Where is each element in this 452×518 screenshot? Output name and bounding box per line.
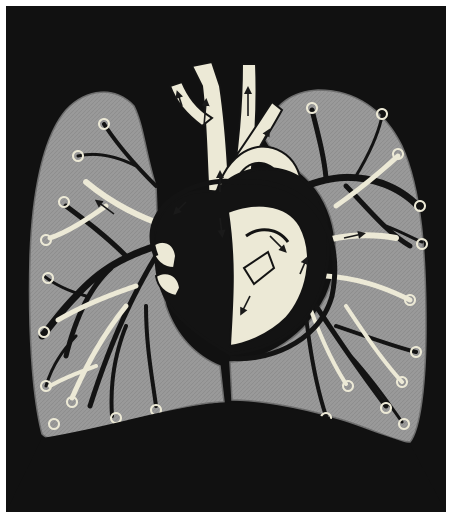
engraving-plate [6,6,446,512]
heart-lungs-diagram [6,6,446,512]
